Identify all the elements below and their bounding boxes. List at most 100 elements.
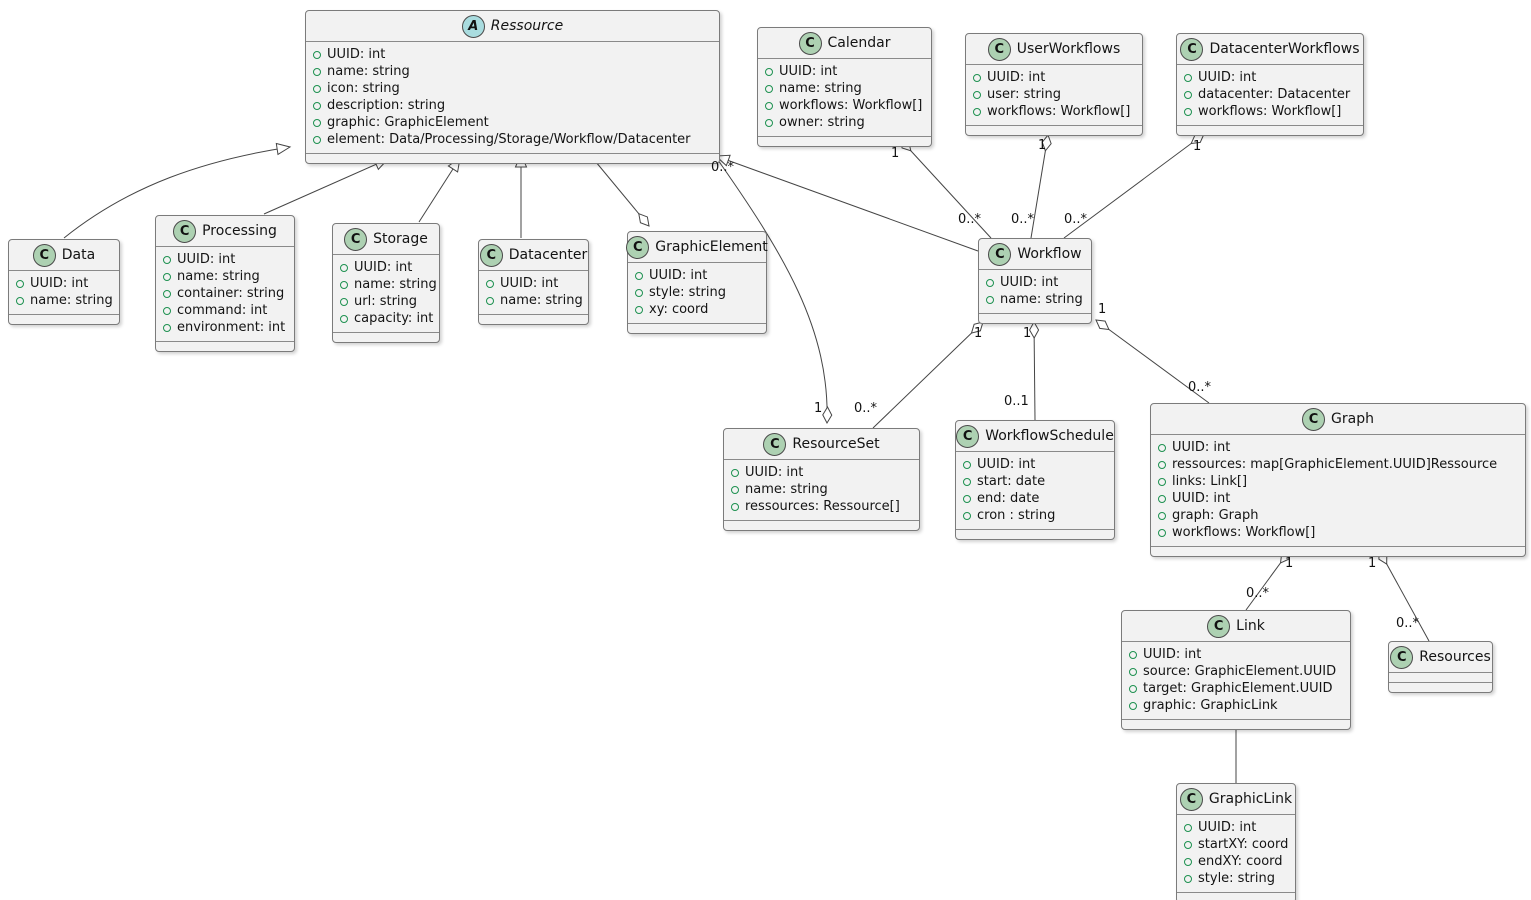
class-box-datacenter: C Datacenter UUID: int name: string (478, 239, 589, 325)
class-attribute: workflows: Workflow[] (973, 103, 1134, 120)
attribute-text: end: date (977, 491, 1040, 506)
class-title: C Datacenter (479, 240, 588, 271)
class-attribute: xy: coord (635, 301, 758, 318)
field-visibility-icon (963, 460, 971, 469)
class-title: C ResourceSet (724, 429, 919, 460)
class-attribute: end: date (963, 490, 1106, 507)
class-name: Datacenter (508, 247, 588, 263)
class-title: C Resources (1389, 642, 1492, 673)
multiplicity-label: 0..1 (1004, 394, 1029, 409)
class-attribute: workflows: Workflow[] (1184, 103, 1355, 120)
class-attribute: name: string (340, 276, 437, 293)
class-name: WorkflowSchedule (985, 428, 1114, 444)
class-box-storage: C Storage UUID: int name: string url: st… (332, 223, 440, 343)
attribute-text: owner: string (779, 115, 865, 130)
attribute-text: name: string (354, 277, 437, 292)
class-attribute: element: Data/Processing/Storage/Workflo… (313, 131, 711, 148)
class-attribute: cron : string (963, 507, 1106, 524)
field-visibility-icon (313, 84, 321, 93)
field-visibility-icon (765, 67, 773, 76)
field-visibility-icon (986, 278, 994, 287)
class-attribute: container: string (163, 285, 286, 302)
empty-methods-compartment (1177, 892, 1295, 900)
attribute-text: user: string (987, 87, 1061, 102)
class-attribute: environment: int (163, 319, 286, 336)
attribute-text: endXY: coord (1198, 854, 1283, 869)
field-visibility-icon (765, 84, 773, 93)
attribute-text: style: string (649, 285, 727, 300)
class-attribute: style: string (635, 284, 758, 301)
field-visibility-icon (1129, 701, 1137, 710)
attribute-text: name: string (500, 293, 583, 308)
attribute-text: datacenter: Datacenter (1198, 87, 1351, 102)
field-visibility-icon (963, 477, 971, 486)
attribute-text: name: string (177, 269, 260, 284)
field-visibility-icon (731, 502, 739, 511)
field-visibility-icon (163, 306, 171, 315)
attribute-text: UUID: int (1143, 647, 1202, 662)
attribute-text: UUID: int (30, 276, 89, 291)
field-visibility-icon (340, 280, 348, 289)
empty-methods-compartment (724, 520, 919, 530)
attribute-text: environment: int (177, 320, 286, 335)
class-attribute: style: string (1184, 870, 1287, 887)
class-title: C UserWorkflows (966, 34, 1142, 65)
class-box-resources: C Resources (1388, 641, 1493, 693)
class-title: C GraphicElement (626, 232, 768, 263)
empty-methods-compartment (333, 332, 439, 342)
attribute-text: UUID: int (1198, 70, 1257, 85)
multiplicity-label: 1 (1368, 556, 1377, 571)
attribute-text: ressources: Ressource[] (745, 499, 900, 514)
aggregation-resourceset-ressource (712, 152, 827, 423)
attribute-text: workflows: Workflow[] (779, 98, 923, 113)
attribute-text: xy: coord (649, 302, 709, 317)
class-icon: C (1302, 407, 1326, 431)
class-icon: C (763, 432, 787, 456)
class-attribute: name: string (313, 63, 711, 80)
class-attribute: UUID: int (635, 267, 758, 284)
class-attribute: name: string (986, 291, 1083, 308)
class-box-datacenterworkflows: C DatacenterWorkflows UUID: int datacent… (1176, 33, 1364, 136)
class-attribute: name: string (16, 292, 113, 309)
multiplicity-label: 1 (814, 401, 823, 416)
class-box-resourceset: C ResourceSet UUID: int name: string res… (723, 428, 920, 531)
field-visibility-icon (1129, 684, 1137, 693)
aggregation-workflow-resourceset (872, 322, 983, 429)
field-visibility-icon (16, 296, 24, 305)
attribute-text: workflows: Workflow[] (1198, 104, 1342, 119)
attribute-text: UUID: int (987, 70, 1046, 85)
field-visibility-icon (163, 323, 171, 332)
multiplicity-label: 1 (1285, 556, 1294, 571)
class-attribute: name: string (163, 268, 286, 285)
class-attribute: graphic: GraphicLink (1129, 697, 1342, 714)
class-box-link: C Link UUID: int source: GraphicElement.… (1121, 610, 1351, 730)
field-visibility-icon (1129, 667, 1137, 676)
attribute-text: cron : string (977, 508, 1056, 523)
field-visibility-icon (1129, 650, 1137, 659)
class-name: Storage (373, 231, 428, 247)
class-box-graphiclink: C GraphicLink UUID: int startXY: coord e… (1176, 783, 1296, 900)
field-visibility-icon (1158, 528, 1166, 537)
class-name: Graph (1331, 411, 1374, 427)
attribute-text: name: string (30, 293, 113, 308)
class-attribute: UUID: int (963, 456, 1106, 473)
aggregation-graph-link (1245, 550, 1290, 611)
attribute-text: ressources: map[GraphicElement.UUID]Ress… (1172, 457, 1498, 472)
attribute-text: element: Data/Processing/Storage/Workflo… (327, 132, 691, 147)
multiplicity-label: 1 (1098, 302, 1107, 317)
class-title: C Workflow (979, 239, 1091, 270)
class-box-workflow: C Workflow UUID: int name: string (978, 238, 1092, 324)
multiplicity-label: 0..* (958, 212, 982, 227)
attribute-text: icon: string (327, 81, 400, 96)
attribute-text: UUID: int (177, 252, 236, 267)
attribute-text: workflows: Workflow[] (1172, 525, 1316, 540)
class-attribute: UUID: int (986, 274, 1083, 291)
field-visibility-icon (163, 255, 171, 264)
attribute-text: url: string (354, 294, 418, 309)
class-attribute: graph: Graph (1158, 507, 1517, 524)
class-attribute: UUID: int (313, 46, 711, 63)
field-visibility-icon (1158, 460, 1166, 469)
class-attribute: name: string (486, 292, 583, 309)
class-title: C WorkflowSchedule (956, 421, 1114, 452)
attribute-text: UUID: int (977, 457, 1036, 472)
